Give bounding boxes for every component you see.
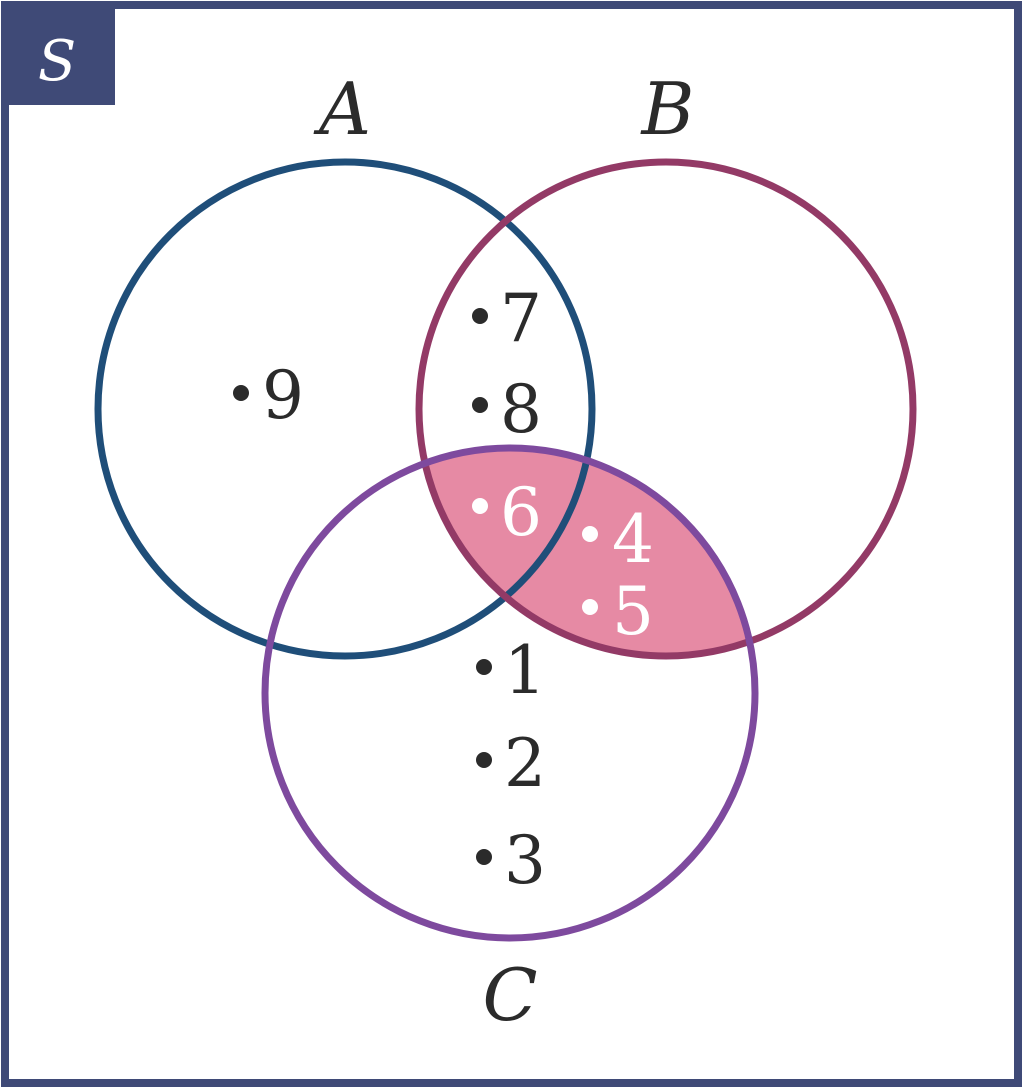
element-6: 6 <box>472 474 542 551</box>
element-label: 8 <box>500 371 542 448</box>
element-label: 6 <box>500 474 542 551</box>
element-3: 3 <box>476 822 546 899</box>
universe-label-box <box>5 5 115 105</box>
set-a-circle <box>94 158 596 660</box>
element-label: 1 <box>504 632 546 709</box>
element-label: 9 <box>262 357 304 434</box>
element-5: 5 <box>582 573 654 650</box>
element-8: 8 <box>472 371 542 448</box>
element-1: 1 <box>476 632 546 709</box>
set-c-circle <box>261 444 759 942</box>
element-2: 2 <box>476 725 546 802</box>
set-b-circle <box>415 158 917 660</box>
element-label: 2 <box>504 725 546 802</box>
element-7: 7 <box>472 280 542 357</box>
element-4: 4 <box>582 501 654 578</box>
element-label: 5 <box>612 573 654 650</box>
element-dot <box>472 397 488 413</box>
universe-label: S <box>38 29 76 94</box>
element-dot <box>476 659 492 675</box>
element-label: 4 <box>612 501 654 578</box>
set-c-label: C <box>482 953 537 1037</box>
element-dot <box>472 498 488 514</box>
set-b-label: B <box>640 67 695 151</box>
element-dot <box>476 752 492 768</box>
element-dot <box>582 599 598 615</box>
element-9: 9 <box>233 357 304 434</box>
element-label: 3 <box>504 822 546 899</box>
element-dot <box>472 308 488 324</box>
element-dot <box>233 385 249 401</box>
shaded-region-b-intersect-c <box>419 448 755 656</box>
element-label: 7 <box>500 280 542 357</box>
element-dot <box>582 526 598 542</box>
element-dot <box>476 849 492 865</box>
set-a-label: A <box>313 67 371 151</box>
